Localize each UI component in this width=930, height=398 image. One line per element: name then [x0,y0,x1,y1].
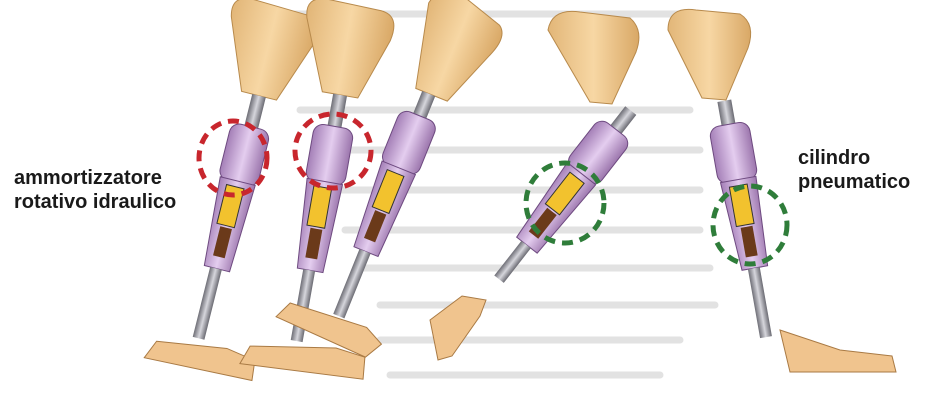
label-right-line-1: cilindro [798,146,910,170]
label-hydraulic-rotary-damper: ammortizzatore rotativo idraulico [14,166,176,214]
label-left-line-1: ammortizzatore [14,166,176,190]
label-pneumatic-cylinder: cilindro pneumatico [798,146,910,194]
label-left-line-2: rotativo idraulico [14,190,176,214]
label-right-line-2: pneumatico [798,170,910,194]
